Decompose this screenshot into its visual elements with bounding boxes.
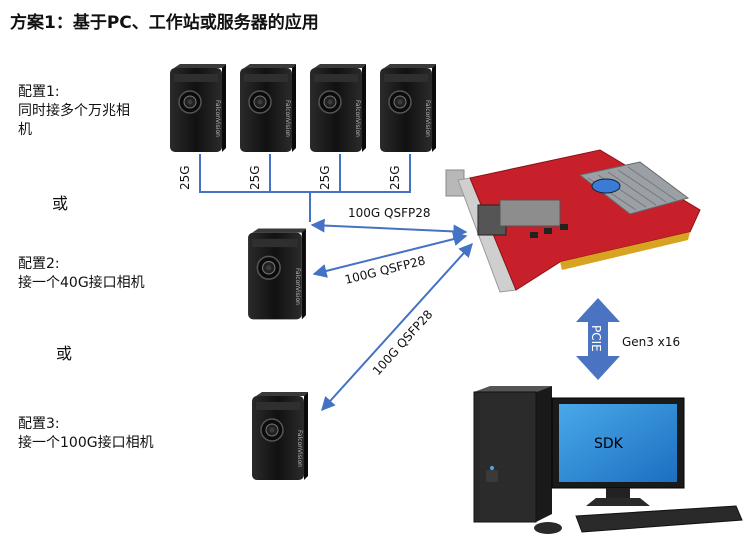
- camera-1-brand: FalconVision: [214, 100, 221, 137]
- config-3-name: 配置3:: [18, 416, 60, 432]
- link-100g-camera: [321, 242, 473, 412]
- config-1-name: 配置1:: [18, 84, 60, 100]
- port-4-speed: 25G: [388, 165, 402, 190]
- mouse: [534, 522, 562, 534]
- link-multi-camera-label: 100G QSFP28: [348, 206, 431, 220]
- keyboard: [575, 505, 743, 533]
- config-1-desc-line1: 同时接多个万兆相: [18, 103, 130, 119]
- camera-40g-brand: FalconVision: [294, 268, 301, 305]
- page-title: 方案1：基于PC、工作站或服务器的应用: [10, 13, 319, 33]
- config-1-label: 配置1: 同时接多个万兆相 机: [18, 83, 130, 140]
- camera-3-brand: FalconVision: [354, 100, 361, 137]
- pc-tower: [473, 386, 552, 523]
- config-2-desc: 接一个40G接口相机: [18, 275, 145, 291]
- port-2-speed: 25G: [248, 165, 262, 190]
- pcie-label: PCIE: [589, 325, 603, 352]
- config-1-desc-line2: 机: [18, 122, 32, 138]
- camera-2-brand: FalconVision: [284, 100, 291, 137]
- config-2-label: 配置2: 接一个40G接口相机: [18, 255, 145, 293]
- pcie-spec: Gen3 x16: [622, 335, 680, 349]
- camera-100g-brand: FalconVision: [296, 430, 303, 467]
- or-label-2: 或: [56, 344, 73, 363]
- frame-grabber-card: [445, 149, 701, 293]
- config-3-desc: 接一个100G接口相机: [18, 435, 154, 451]
- monitor: [551, 397, 685, 506]
- pcie-arrow: [576, 298, 620, 380]
- config-2-name: 配置2:: [18, 256, 60, 272]
- port-1-speed: 25G: [178, 165, 192, 190]
- link-40g-camera-label: 100G QSFP28: [343, 253, 426, 287]
- port-25g-bus: [199, 154, 411, 222]
- link-multi-camera: [310, 218, 468, 239]
- camera-4-brand: FalconVision: [424, 100, 431, 137]
- or-label-1: 或: [52, 194, 69, 213]
- link-100g-camera-label: 100G QSFP28: [370, 307, 436, 378]
- config-3-label: 配置3: 接一个100G接口相机: [18, 415, 154, 453]
- monitor-sdk-label: SDK: [594, 436, 624, 452]
- port-3-speed: 25G: [318, 165, 332, 190]
